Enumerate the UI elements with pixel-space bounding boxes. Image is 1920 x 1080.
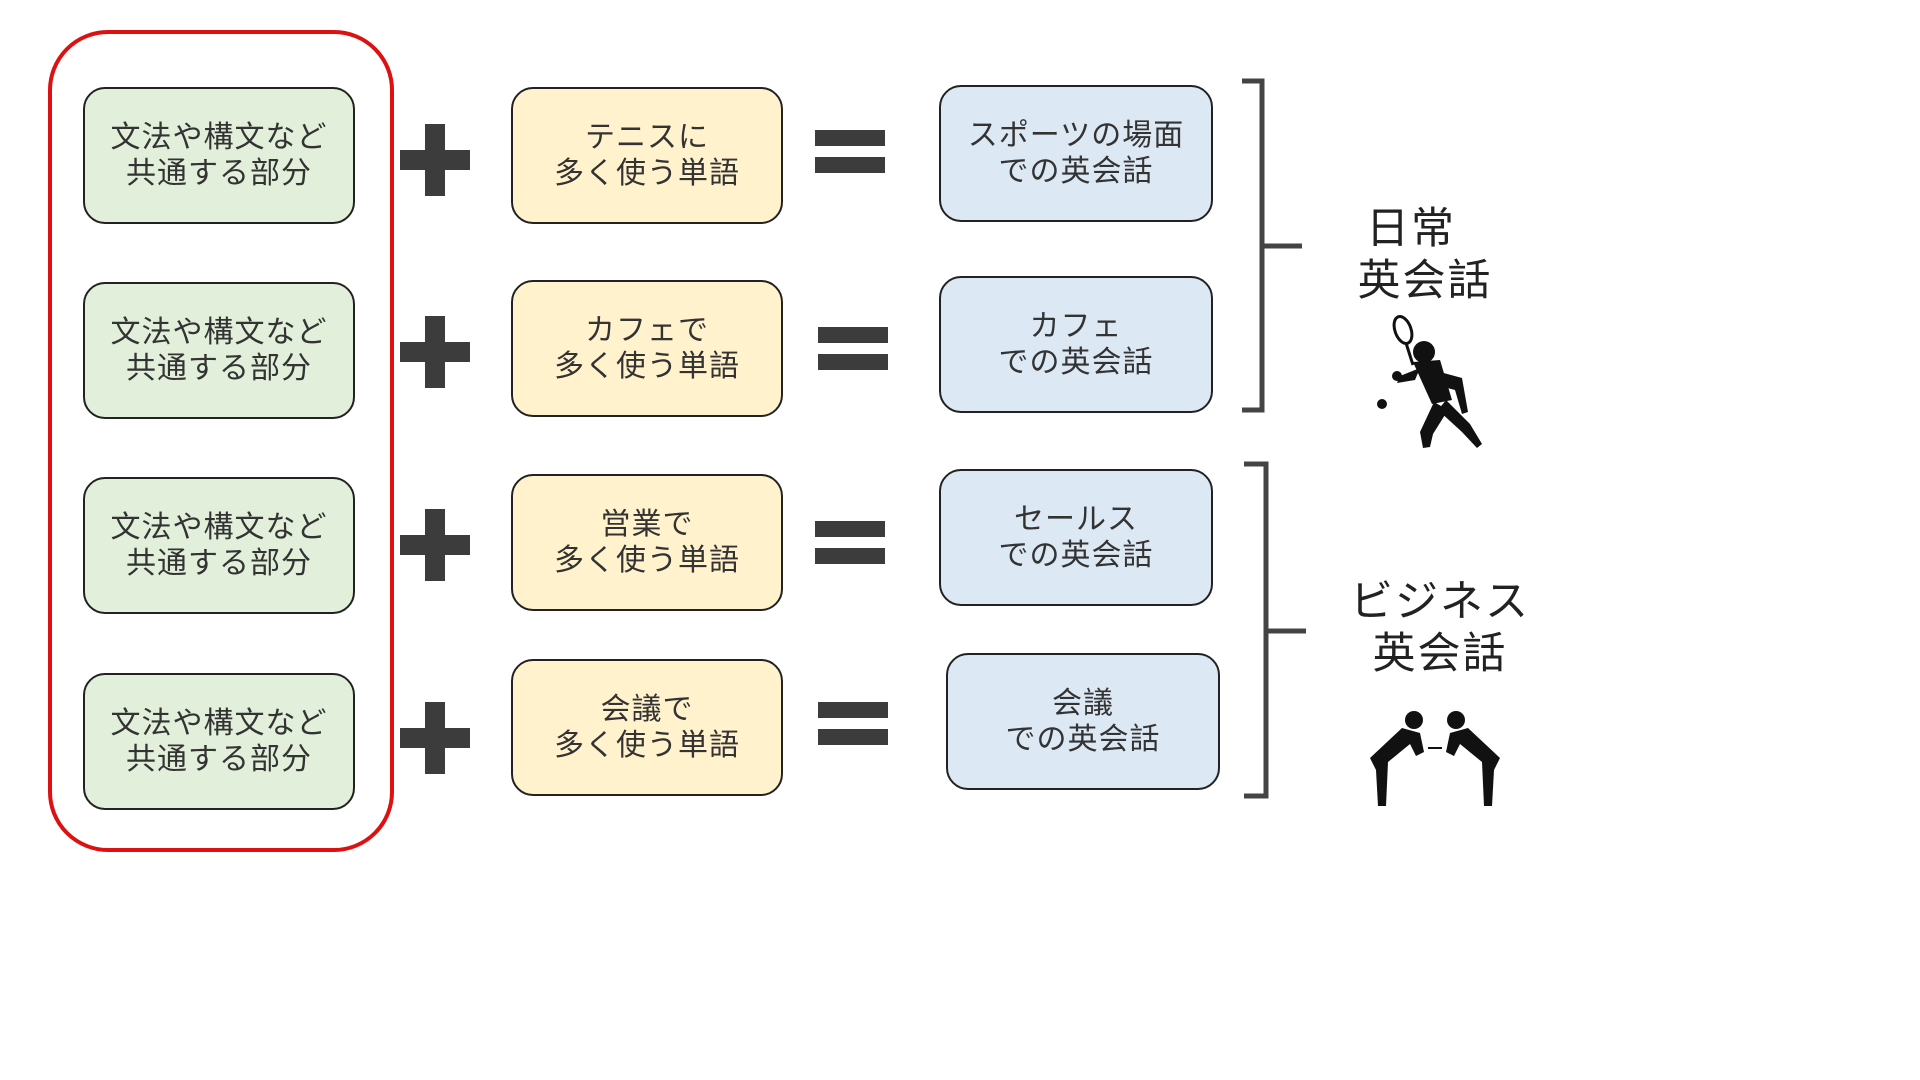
result-box-row1: スポーツの場面 での英会話: [939, 85, 1213, 222]
vocab-box-row2-line1: カフェで: [585, 312, 709, 348]
vocab-box-row3: 営業で 多く使う単語: [511, 474, 783, 611]
plus-sign-row2: [400, 316, 470, 388]
plus-sign-row3: [400, 509, 470, 581]
group-label-business: ビジネス 英会話: [1340, 576, 1540, 680]
common-box-row4-line2: 共通する部分: [126, 741, 312, 777]
vocab-box-row4-line1: 会議で: [600, 691, 694, 727]
vocab-box-row4: 会議で 多く使う単語: [511, 659, 783, 796]
common-box-row2-line2: 共通する部分: [126, 350, 312, 386]
vocab-box-row1-line2: 多く使う単語: [554, 155, 740, 191]
result-box-row1-line1: スポーツの場面: [967, 117, 1185, 153]
plus-sign-row1: [400, 124, 470, 196]
group-label-daily-line2: 英会話: [1357, 256, 1493, 306]
result-box-row4-line2: での英会話: [1005, 721, 1161, 757]
vocab-box-row1: テニスに 多く使う単語: [511, 87, 783, 224]
group-label-business-line1: ビジネス: [1350, 577, 1530, 627]
vocab-box-row2-line2: 多く使う単語: [554, 348, 740, 384]
equals-sign-row2: [818, 327, 888, 370]
common-box-row1-line2: 共通する部分: [126, 155, 312, 191]
vocab-box-row3-line1: 営業で: [600, 506, 694, 542]
result-box-row3-line1: セールス: [1014, 501, 1138, 537]
vocab-box-row1-line1: テニスに: [585, 119, 709, 155]
vocab-box-row3-line2: 多く使う単語: [554, 542, 740, 578]
common-group-outline: [48, 30, 394, 852]
equals-sign-row3: [815, 521, 885, 564]
result-box-row2-line2: での英会話: [998, 344, 1154, 380]
equals-sign-row1: [815, 130, 885, 173]
common-box-row3-line2: 共通する部分: [126, 545, 312, 581]
common-box-row1: 文法や構文など 共通する部分: [83, 87, 355, 224]
common-box-row4: 文法や構文など 共通する部分: [83, 673, 355, 810]
result-box-row3: セールス での英会話: [939, 469, 1213, 606]
business-bow-icon: [1370, 711, 1500, 806]
plus-sign-row4: [400, 702, 470, 774]
group-label-daily-line1: 日常: [1366, 204, 1456, 254]
brace-business: [1244, 461, 1306, 799]
vocab-box-row2: カフェで 多く使う単語: [511, 280, 783, 417]
common-box-row2-line1: 文法や構文など: [110, 314, 328, 350]
tennis-player-icon: [1377, 315, 1482, 448]
result-box-row2: カフェ での英会話: [939, 276, 1213, 413]
result-box-row4: 会議 での英会話: [946, 653, 1220, 790]
result-box-row4-line1: 会議: [1052, 685, 1114, 721]
group-label-daily: 日常 英会話: [1340, 203, 1510, 307]
result-box-row1-line2: での英会話: [998, 153, 1154, 189]
brace-daily: [1242, 78, 1302, 413]
vocab-box-row4-line2: 多く使う単語: [554, 727, 740, 763]
equals-sign-row4: [818, 702, 888, 745]
common-box-row3-line1: 文法や構文など: [110, 509, 328, 545]
common-box-row3: 文法や構文など 共通する部分: [83, 477, 355, 614]
result-box-row3-line2: での英会話: [998, 537, 1154, 573]
common-box-row1-line1: 文法や構文など: [110, 119, 328, 155]
common-box-row2: 文法や構文など 共通する部分: [83, 282, 355, 419]
result-box-row2-line1: カフェ: [1029, 308, 1123, 344]
diagram-canvas: [48, 30, 1500, 852]
common-box-row4-line1: 文法や構文など: [110, 705, 328, 741]
group-label-business-line2: 英会話: [1372, 629, 1508, 679]
